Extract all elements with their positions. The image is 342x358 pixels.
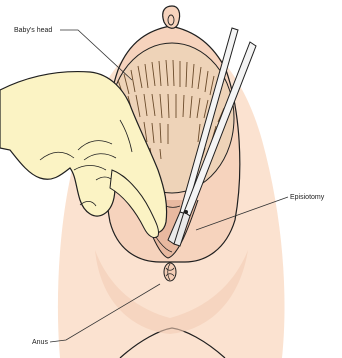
label-anus: Anus <box>32 339 48 346</box>
anus <box>164 263 176 281</box>
label-episiotomy: Episiotomy <box>290 194 325 201</box>
label-babys-head: Baby's head <box>14 27 52 34</box>
